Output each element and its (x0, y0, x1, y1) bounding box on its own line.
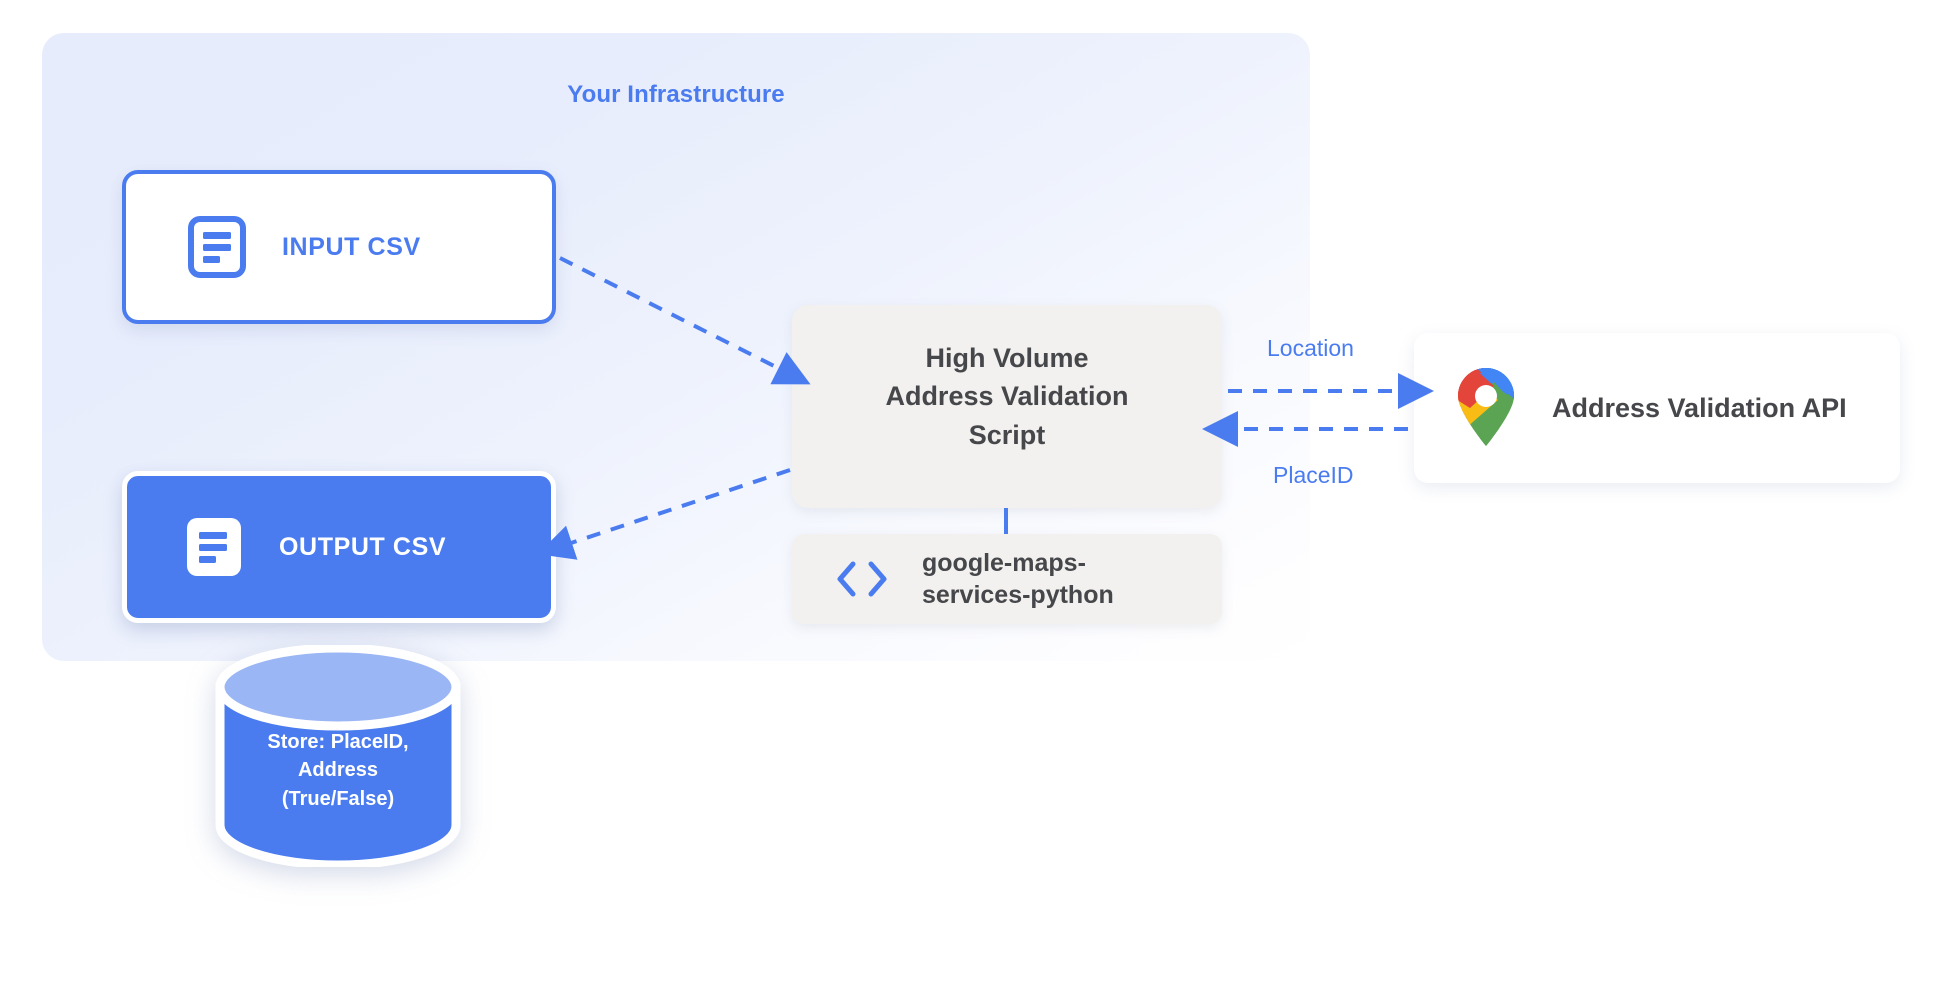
library-label-line2: services-python (922, 581, 1114, 609)
document-icon (187, 518, 241, 576)
script-title: High Volume Address Validation Script (792, 339, 1222, 454)
library-label-line1: google-maps- (922, 549, 1086, 577)
edge-label-location: Location (1267, 335, 1354, 361)
script-title-line2: Address Validation (885, 381, 1129, 412)
database-cylinder-icon[interactable] (214, 645, 462, 867)
library-label: google-maps- services-python (922, 547, 1114, 611)
script-title-line1: High Volume (925, 343, 1089, 373)
node-address-validation-api[interactable]: Address Validation API (1414, 333, 1900, 483)
api-label: Address Validation API (1552, 392, 1847, 423)
edge-label-placeid: PlaceID (1273, 462, 1354, 488)
google-maps-pin-icon (1458, 368, 1514, 446)
input-csv-label: INPUT CSV (282, 232, 421, 261)
node-output-csv[interactable]: OUTPUT CSV (122, 471, 556, 623)
document-icon (188, 216, 246, 278)
output-csv-label: OUTPUT CSV (279, 532, 447, 561)
node-input-csv[interactable]: INPUT CSV (122, 170, 556, 324)
code-brackets-icon (837, 561, 887, 597)
script-title-line3: Script (968, 419, 1046, 450)
panel-title: Your Infrastructure (567, 81, 785, 108)
node-high-volume-script[interactable]: High Volume Address Validation Script (792, 305, 1222, 508)
script-library-connector (1004, 508, 1008, 536)
node-google-maps-services-python[interactable]: google-maps- services-python (792, 534, 1222, 624)
